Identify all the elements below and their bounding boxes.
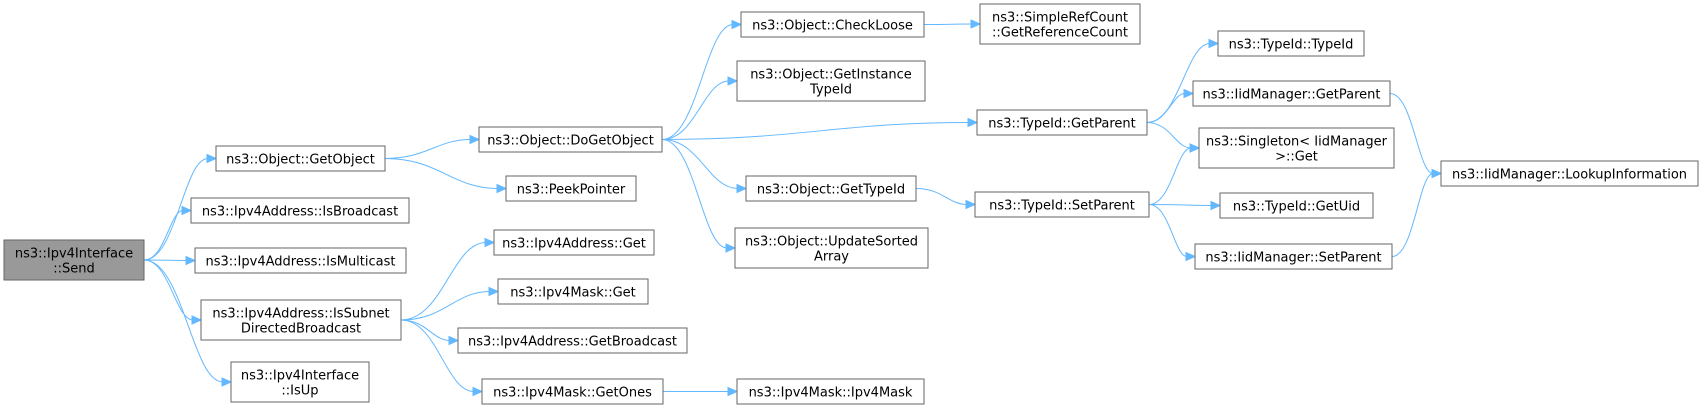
edge-iidgetparent-to-lookupinfo [1389, 93, 1443, 179]
node-label: ns3::SimpleRefCount [992, 11, 1128, 26]
node-typeidgetparent[interactable]: ns3::TypeId::GetParent [976, 109, 1148, 136]
node-label: ns3::TypeId::GetUid [1233, 200, 1360, 215]
node-label: ns3::TypeId::GetParent [988, 117, 1136, 132]
node-label: Array [814, 250, 849, 265]
node-label: ns3::Object::DoGetObject [487, 134, 654, 149]
node-gettypeid[interactable]: ns3::Object::GetTypeId [745, 175, 917, 202]
node-ipv4mask[interactable]: ns3::Ipv4Mask::Ipv4Mask [736, 378, 925, 405]
edge-setparent-to-singletonget [1148, 143, 1201, 205]
node-checkloose[interactable]: ns3::Object::CheckLoose [740, 11, 925, 38]
edge-send-to-isup [143, 259, 233, 387]
edge-iidsetparent-to-lookupinfo [1391, 168, 1443, 257]
node-maskget[interactable]: ns3::Ipv4Mask::Get [497, 278, 649, 305]
edge-getobject-to-dogetobject [384, 134, 481, 159]
node-lookupinfo[interactable]: ns3::IidManager::LookupInformation [1440, 160, 1699, 187]
node-label: ns3::TypeId::TypeId [1229, 38, 1354, 53]
edge-send-to-ismulticast [143, 255, 197, 266]
edge-issubnet-to-maskget [400, 286, 500, 321]
node-label: ns3::Object::GetObject [226, 153, 375, 168]
node-label: ns3::Ipv4Address::GetBroadcast [468, 335, 677, 350]
node-label: ns3::IidManager::LookupInformation [1452, 168, 1687, 183]
node-iidgetparent[interactable]: ns3::IidManager::GetParent [1192, 80, 1391, 107]
node-setparent[interactable]: ns3::TypeId::SetParent [974, 191, 1150, 218]
node-label: ns3::PeekPointer [517, 183, 626, 198]
node-label: TypeId [809, 83, 852, 98]
node-dogetobject[interactable]: ns3::Object::DoGetObject [478, 126, 663, 153]
node-label: ns3::Ipv4Interface [15, 247, 133, 262]
node-label: ns3::Ipv4Address::IsMulticast [206, 255, 396, 270]
node-isup[interactable]: ns3::Ipv4Interface::IsUp [230, 361, 370, 403]
edge-dogetobject-to-checkloose [661, 19, 743, 140]
nodes-layer: ns3::Ipv4Interface::Send ns3::Object::Get… [3, 3, 1699, 405]
edge-getones-to-ipv4mask [662, 386, 739, 397]
node-getobject[interactable]: ns3::Object::GetObject [215, 145, 386, 172]
edge-typeidgetparent-to-iidgetparent [1146, 88, 1195, 123]
node-label: ns3::Object::GetTypeId [757, 183, 905, 198]
node-isbroadcast[interactable]: ns3::Ipv4Address::IsBroadcast [190, 197, 410, 224]
node-singletonget[interactable]: ns3::Singleton< IidManager>::Get [1198, 127, 1395, 169]
node-typeidctor[interactable]: ns3::TypeId::TypeId [1217, 30, 1365, 57]
node-label: ns3::Ipv4Address::IsSubnet [212, 307, 389, 322]
node-getuid[interactable]: ns3::TypeId::GetUid [1219, 192, 1374, 219]
edge-dogetobject-to-typeidgetparent [661, 117, 979, 140]
node-label: ns3::Singleton< IidManager [1206, 135, 1388, 150]
node-peekpointer[interactable]: ns3::PeekPointer [505, 175, 637, 202]
edge-gettypeid-to-setparent [915, 188, 977, 210]
node-label: ns3::Ipv4Mask::Get [510, 286, 636, 301]
edge-checkloose-to-getrefcount [923, 19, 982, 29]
node-label: ns3::Ipv4Mask::GetOnes [493, 386, 652, 401]
node-label: >::Get [1275, 150, 1318, 165]
edge-dogetobject-to-getinstance [661, 76, 739, 140]
edge-issubnet-to-getbroadcast [400, 319, 460, 346]
edge-send-to-issubnet [143, 259, 203, 325]
node-label: DirectedBroadcast [241, 322, 361, 337]
node-label: ns3::Object::UpdateSorted [745, 235, 918, 250]
node-label: ::IsUp [281, 384, 318, 399]
node-label: ::GetReferenceCount [992, 26, 1128, 41]
node-label: ns3::IidManager::GetParent [1202, 88, 1380, 103]
edges-layer [143, 19, 1443, 397]
edge-issubnet-to-addrget [400, 237, 496, 321]
edge-dogetobject-to-updatesorted [661, 139, 737, 253]
edge-setparent-to-iidsetparent [1148, 204, 1197, 262]
node-label: ns3::Ipv4Mask::Ipv4Mask [749, 386, 913, 401]
node-label: ns3::Object::GetInstance [750, 68, 912, 83]
node-label: ns3::Ipv4Interface [241, 369, 359, 384]
node-label: ns3::TypeId::SetParent [989, 199, 1135, 214]
node-getrefcount[interactable]: ns3::SimpleRefCount::GetReferenceCount [979, 3, 1141, 45]
node-label: ns3::Ipv4Address::Get [502, 237, 646, 252]
edge-getobject-to-peekpointer [384, 158, 508, 194]
node-label: ns3::Object::CheckLoose [752, 19, 913, 34]
edge-setparent-to-getuid [1148, 200, 1222, 211]
node-issubnet[interactable]: ns3::Ipv4Address::IsSubnetDirectedBroadc… [200, 299, 402, 341]
node-addrget[interactable]: ns3::Ipv4Address::Get [493, 229, 655, 256]
node-getones[interactable]: ns3::Ipv4Mask::GetOnes [481, 378, 664, 405]
node-iidsetparent[interactable]: ns3::IidManager::SetParent [1194, 243, 1393, 270]
node-ismulticast[interactable]: ns3::Ipv4Address::IsMulticast [194, 247, 407, 274]
node-send: ns3::Ipv4Interface::Send [3, 239, 145, 281]
edge-issubnet-to-getones [400, 319, 484, 397]
node-label: ns3::IidManager::SetParent [1205, 251, 1381, 266]
edge-send-to-isbroadcast [143, 205, 193, 261]
node-getbroadcast[interactable]: ns3::Ipv4Address::GetBroadcast [457, 327, 688, 354]
edge-dogetobject-to-gettypeid [661, 139, 748, 194]
node-label: ns3::Ipv4Address::IsBroadcast [202, 205, 398, 220]
node-label: ::Send [53, 262, 95, 277]
